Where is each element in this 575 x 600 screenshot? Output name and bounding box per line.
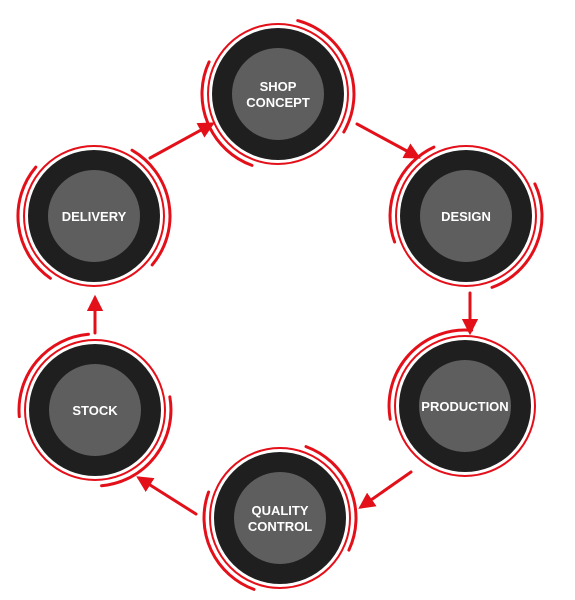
step-delivery: DELIVERY bbox=[16, 145, 172, 287]
flow-arrows bbox=[86, 122, 479, 516]
flow-arrow-production-to-quality-control bbox=[358, 470, 413, 509]
step-core bbox=[419, 360, 511, 452]
step-accent-arc-2 bbox=[16, 165, 52, 280]
step-label: DELIVERY bbox=[62, 209, 127, 224]
step-accent-arc-1 bbox=[304, 445, 358, 552]
step-outer-ring bbox=[395, 145, 537, 287]
step-stock: STOCK bbox=[17, 332, 173, 488]
step-label: CONTROL bbox=[248, 519, 312, 534]
flow-arrow-quality-control-to-stock bbox=[136, 476, 198, 516]
step-accent-arc-1 bbox=[387, 328, 474, 421]
step-core bbox=[49, 364, 141, 456]
step-accent-arc-2 bbox=[388, 145, 436, 244]
step-label: PRODUCTION bbox=[421, 399, 508, 414]
step-core bbox=[232, 48, 324, 140]
step-label: STOCK bbox=[72, 403, 118, 418]
step-outer-ring bbox=[24, 339, 166, 481]
step-core bbox=[48, 170, 140, 262]
step-core bbox=[420, 170, 512, 262]
step-production: PRODUCTION bbox=[387, 328, 536, 477]
step-outer-ring bbox=[394, 335, 536, 477]
step-outer-ring bbox=[207, 23, 349, 165]
step-core bbox=[234, 472, 326, 564]
step-accent-arc-2 bbox=[200, 60, 254, 167]
flow-arrow-shop-concept-to-design bbox=[355, 122, 421, 159]
step-accent-arc-1 bbox=[130, 148, 172, 267]
step-label: SHOP bbox=[260, 79, 297, 94]
step-accent-arc-2 bbox=[17, 332, 90, 419]
step-label: DESIGN bbox=[441, 209, 491, 224]
step-accent-arc-2 bbox=[202, 490, 256, 591]
step-label: CONCEPT bbox=[246, 95, 310, 110]
step-design: DESIGN bbox=[388, 145, 544, 289]
step-accent-arc-1 bbox=[296, 19, 356, 134]
step-accent-arc-1 bbox=[490, 182, 544, 289]
step-accent-arc-1 bbox=[100, 395, 173, 488]
step-outer-ring bbox=[209, 447, 351, 589]
flow-arrow-delivery-to-shop-concept bbox=[148, 122, 215, 160]
step-label: QUALITY bbox=[251, 503, 308, 518]
step-outer-ring bbox=[23, 145, 165, 287]
